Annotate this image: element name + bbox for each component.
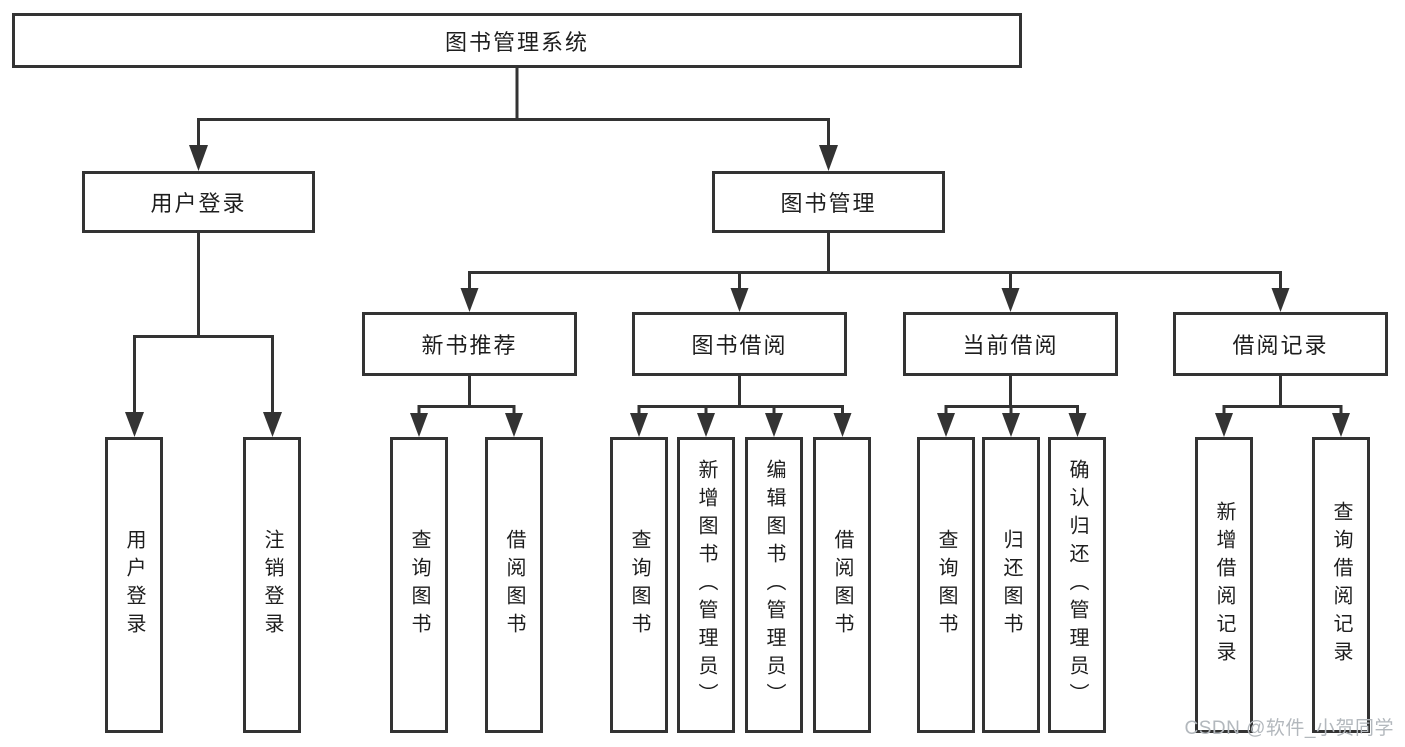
leaf-query-borrow-record: 查询借阅记录	[1312, 437, 1370, 733]
leaf-edit-book-admin: 编辑图书（管理员）	[745, 437, 803, 733]
arrowheads-login-to-leaves	[125, 412, 282, 437]
arrowheads-borrow-to-leaves	[630, 413, 852, 437]
leaf-add-book-admin: 新增图书（管理员）	[677, 437, 735, 733]
arrowheads-records-to-leaves	[1215, 413, 1350, 437]
leaf-user-login: 用户登录	[105, 437, 163, 733]
leaf-query-books-borrow: 查询图书	[610, 437, 668, 733]
leaf-add-borrow-record: 新增借阅记录	[1195, 437, 1253, 733]
node-book-borrowing: 图书借阅	[632, 312, 847, 376]
leaf-return-book: 归还图书	[982, 437, 1040, 733]
connector-borrow-to-leaves	[637, 376, 844, 418]
arrowheads-root-to-level2	[189, 145, 838, 171]
leaf-confirm-return-admin: 确认归还（管理员）	[1048, 437, 1106, 733]
connector-login-to-leaves	[133, 233, 274, 418]
node-book-management: 图书管理	[712, 171, 945, 233]
node-borrowing-records: 借阅记录	[1173, 312, 1388, 376]
csdn-watermark: CSDN @软件_小贺同学	[1184, 718, 1394, 739]
arrowheads-management-to-level3	[460, 288, 1290, 312]
node-library-management-system: 图书管理系统	[12, 13, 1022, 68]
connector-records-to-leaves	[1222, 376, 1343, 418]
leaf-query-books-recommend: 查询图书	[390, 437, 448, 733]
leaf-borrow-books-borrow: 借阅图书	[813, 437, 871, 733]
connector-current-to-leaves	[944, 376, 1079, 418]
connector-recommend-to-leaves	[417, 376, 516, 418]
leaf-logout: 注销登录	[243, 437, 301, 733]
leaf-query-books-current: 查询图书	[917, 437, 975, 733]
connector-root-to-level2	[197, 68, 830, 150]
leaf-borrow-books-recommend: 借阅图书	[485, 437, 543, 733]
arrowheads-recommend-to-leaves	[410, 413, 523, 437]
arrowheads-current-to-leaves	[937, 413, 1087, 437]
node-user-login: 用户登录	[82, 171, 315, 233]
node-current-borrowing: 当前借阅	[903, 312, 1118, 376]
connector-management-to-level3	[468, 233, 1282, 292]
node-new-book-recommend: 新书推荐	[362, 312, 577, 376]
